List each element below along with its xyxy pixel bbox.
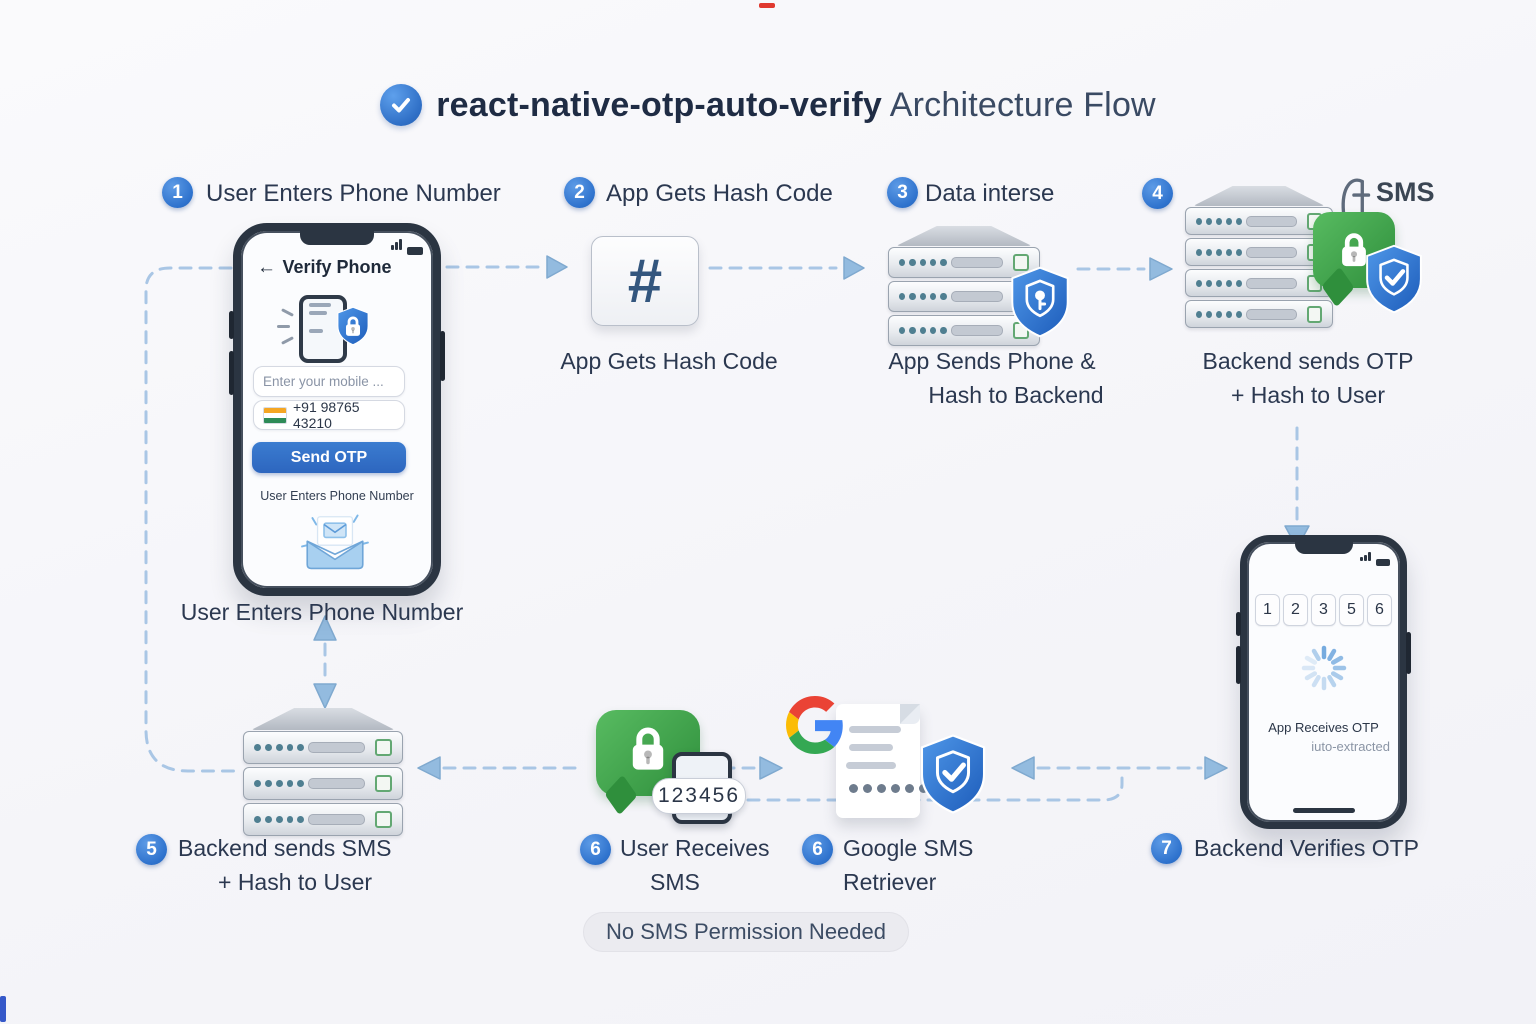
- phone-shield-illustration: [241, 293, 433, 363]
- step6-google-caption-line1: Google SMS: [843, 835, 974, 861]
- title-suffix: Architecture Flow: [889, 85, 1156, 124]
- otp-digit: 1: [1255, 594, 1280, 626]
- phone-note-text: User Enters Phone Number: [260, 489, 414, 503]
- phone-entry-mockup: ← Verify Phone Enter your mobile ... +91…: [229, 223, 445, 596]
- step3-heading: Data interse: [925, 180, 1055, 207]
- step4-badge: 4: [1142, 178, 1173, 209]
- step6-sms-badge: 6: [580, 834, 611, 865]
- backend-server-stack-5: [243, 708, 403, 836]
- phone-otp-mockup: 1 2 3 5 6 App Receives OTP iuto-extracte…: [1236, 535, 1411, 829]
- envelope-icon: [300, 514, 370, 570]
- step1-badge: 1: [162, 177, 193, 208]
- step5-badge: 5: [136, 834, 167, 865]
- step5-caption-line1: Backend sends SMS: [178, 835, 392, 861]
- mobile-input-label[interactable]: Enter your mobile ...: [253, 366, 405, 397]
- otp-digit: 3: [1311, 594, 1336, 626]
- otp-status-line2: iuto-extracted: [1311, 739, 1390, 754]
- google-logo-icon: [786, 696, 843, 754]
- sms-label: SMS: [1376, 177, 1435, 207]
- phone-notch: [300, 230, 374, 245]
- retriever-shield-icon: [916, 732, 990, 816]
- sms-document-icon: [836, 704, 942, 818]
- step6-sms-caption-line1: User Receives: [620, 835, 770, 861]
- artifact-mark-top: [759, 3, 775, 8]
- step1-heading: User Enters Phone Number: [206, 180, 501, 207]
- no-sms-permission-badge: No SMS Permission Needed: [583, 912, 909, 952]
- hash-code-box: #: [591, 236, 699, 326]
- step3-caption: App Sends Phone & Hash to Backend: [888, 348, 1104, 408]
- back-arrow-icon[interactable]: ←: [257, 257, 276, 278]
- step2-badge: 2: [564, 177, 595, 208]
- step1-caption: User Enters Phone Number: [180, 599, 464, 625]
- step2-caption: App Gets Hash Code: [560, 348, 778, 374]
- verify-phone-header: ← Verify Phone: [257, 257, 392, 278]
- hash-symbol: #: [627, 246, 663, 316]
- otp-digit-boxes: 1 2 3 5 6: [1247, 594, 1400, 626]
- step2-heading: App Gets Hash Code: [606, 180, 833, 207]
- step6-google-badge: 6: [802, 834, 833, 865]
- security-shield-key-icon: [1010, 266, 1070, 338]
- verified-check-icon: [380, 84, 423, 126]
- step6-sms-caption-line2: SMS: [650, 869, 700, 895]
- otp-code-pill: 123456: [652, 778, 746, 814]
- diagram-title: react-native-otp-auto-verify Architectur…: [0, 84, 1536, 126]
- phone-number-field[interactable]: +91 98765 43210: [253, 399, 405, 431]
- india-flag-icon: [263, 406, 287, 424]
- otp-digit: 2: [1283, 594, 1308, 626]
- otp-digit: 6: [1367, 594, 1392, 626]
- verified-shield-icon: [1362, 242, 1426, 316]
- artifact-mark-bottom-left: [0, 996, 6, 1022]
- wire-icon: [1341, 178, 1371, 214]
- send-otp-button[interactable]: Send OTP: [252, 442, 406, 473]
- step7-caption: Backend Verifies OTP: [1194, 835, 1419, 861]
- loading-spinner-icon: [1300, 644, 1348, 692]
- backend-server-stack-4: [1185, 186, 1333, 328]
- step5-caption-line2: + Hash to User: [218, 869, 373, 895]
- step3-badge: 3: [887, 177, 918, 208]
- title-package-name: react-native-otp-auto-verify: [436, 85, 882, 124]
- otp-digit: 5: [1339, 594, 1364, 626]
- page-title: react-native-otp-auto-verify Architectur…: [436, 86, 1156, 125]
- step7-badge: 7: [1151, 833, 1182, 864]
- step4-caption: Backend sends OTP + Hash to User: [1202, 348, 1414, 408]
- otp-status-line1: App Receives OTP: [1268, 720, 1379, 735]
- step6-google-caption-line2: Retriever: [843, 869, 937, 895]
- status-icons: [391, 237, 423, 255]
- shield-lock-icon: [335, 305, 371, 347]
